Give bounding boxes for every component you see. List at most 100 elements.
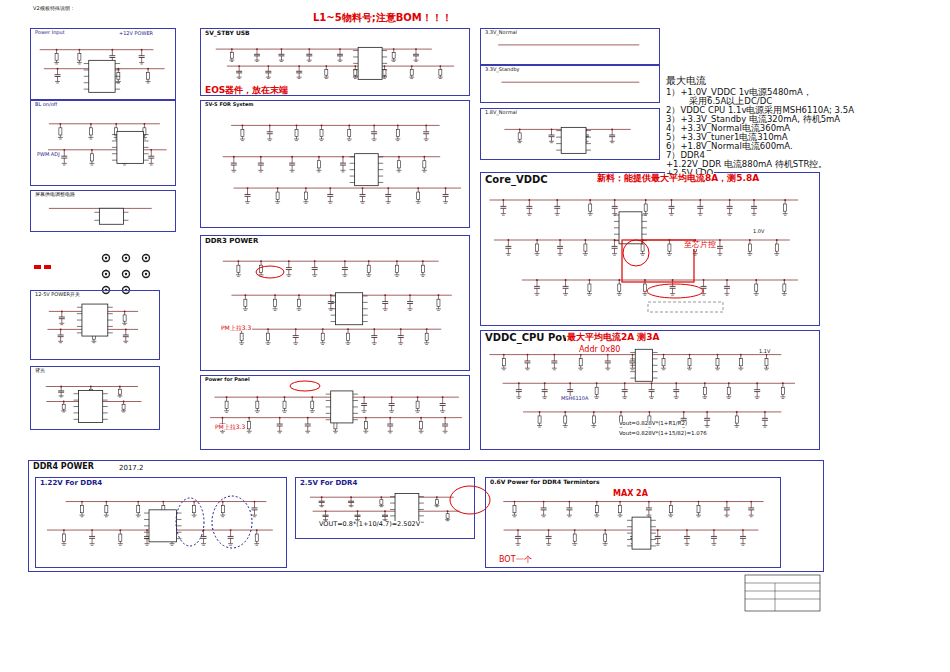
wire bbox=[138, 502, 139, 506]
ground-symbol bbox=[382, 77, 387, 78]
note-text: 7）DDR4 bbox=[665, 151, 706, 160]
capacitor-plate bbox=[289, 163, 295, 164]
resistor-symbol bbox=[105, 506, 108, 513]
ic-pin bbox=[108, 307, 113, 308]
wire bbox=[364, 405, 365, 410]
resistor-symbol bbox=[518, 133, 521, 139]
ground-symbol bbox=[54, 62, 59, 63]
capacitor-plate bbox=[360, 194, 366, 195]
wire bbox=[504, 530, 759, 531]
note-text: MSH6110A bbox=[560, 396, 589, 401]
wire bbox=[296, 137, 297, 139]
ground-symbol bbox=[238, 78, 241, 79]
ground-symbol bbox=[765, 369, 768, 370]
wire bbox=[112, 50, 113, 56]
capacitor-plate bbox=[407, 301, 413, 302]
capacitor-plate bbox=[622, 389, 628, 390]
ground-symbol bbox=[360, 201, 365, 202]
circuit-group bbox=[210, 391, 462, 433]
capacitor-plate bbox=[382, 515, 388, 516]
wire bbox=[348, 340, 349, 342]
resistor-symbol bbox=[221, 506, 224, 513]
title-block-line bbox=[775, 583, 776, 611]
capacitor-plate bbox=[340, 163, 346, 164]
wire bbox=[683, 412, 684, 418]
wire bbox=[230, 538, 231, 543]
ground-symbol bbox=[58, 341, 63, 342]
ground-symbol bbox=[248, 432, 251, 433]
wire bbox=[90, 387, 91, 390]
ground-symbol bbox=[267, 78, 270, 79]
ground-symbol bbox=[563, 293, 568, 294]
resistor-symbol bbox=[703, 387, 706, 394]
note-text: Vout=0.828V*(1+R1/R2) bbox=[618, 421, 688, 427]
wire bbox=[385, 295, 386, 301]
ground-symbol bbox=[518, 142, 521, 143]
circuit-group bbox=[216, 47, 454, 79]
ground-symbol bbox=[589, 215, 592, 216]
wire bbox=[335, 429, 336, 431]
ground-symbol bbox=[319, 139, 324, 140]
panel-title: 5V_STBY USB bbox=[204, 30, 251, 37]
wire bbox=[393, 49, 394, 52]
wire bbox=[607, 363, 608, 368]
ic-pin bbox=[630, 352, 635, 353]
wire bbox=[388, 196, 389, 201]
ground-symbol bbox=[669, 213, 674, 214]
wire bbox=[508, 240, 509, 246]
wire bbox=[523, 411, 781, 412]
wire bbox=[92, 538, 93, 543]
ic-pin bbox=[614, 221, 619, 222]
circuit-panel: 背光 bbox=[30, 366, 160, 430]
ground-symbol bbox=[62, 163, 67, 164]
wire bbox=[503, 501, 763, 502]
wire bbox=[91, 150, 92, 154]
ic-pin bbox=[363, 295, 368, 296]
wire bbox=[279, 418, 280, 424]
resistor-symbol bbox=[716, 359, 719, 366]
wire bbox=[256, 530, 257, 534]
resistor-symbol bbox=[417, 192, 420, 199]
wire bbox=[357, 511, 358, 515]
wire bbox=[612, 129, 613, 135]
mounting-hole bbox=[103, 255, 110, 262]
wire bbox=[256, 541, 257, 543]
ic-symbol bbox=[336, 293, 363, 325]
ground-symbol bbox=[146, 545, 149, 546]
wire bbox=[519, 139, 520, 141]
ground-symbol bbox=[410, 78, 413, 79]
wire bbox=[645, 211, 646, 213]
wire bbox=[148, 79, 149, 81]
wire bbox=[544, 392, 545, 397]
wire bbox=[234, 188, 461, 189]
wire bbox=[226, 397, 227, 401]
ground-symbol bbox=[56, 82, 59, 83]
ground-symbol bbox=[365, 432, 368, 433]
note-text: VOUT=0.8*(1+10/4.7)=2.502V bbox=[318, 521, 421, 528]
capacitor-plate bbox=[655, 536, 661, 537]
ic-pin bbox=[378, 182, 383, 183]
ground-symbol bbox=[61, 324, 64, 325]
capacitor-plate bbox=[442, 424, 448, 425]
capacitor-plate bbox=[371, 335, 377, 336]
wire bbox=[60, 337, 61, 342]
wire bbox=[238, 261, 239, 265]
ground-symbol bbox=[221, 432, 224, 433]
capacitor-plate bbox=[751, 206, 757, 207]
wire bbox=[764, 412, 765, 418]
capacitor-plate bbox=[59, 317, 65, 318]
ground-symbol bbox=[253, 516, 256, 517]
ground-symbol bbox=[711, 543, 716, 544]
wire bbox=[374, 329, 375, 335]
wire bbox=[120, 541, 121, 543]
wire bbox=[81, 502, 82, 506]
ic-pin bbox=[144, 153, 149, 154]
wire bbox=[539, 423, 540, 425]
ground-symbol bbox=[298, 310, 301, 311]
ground-symbol bbox=[591, 425, 596, 426]
ground-symbol bbox=[697, 516, 700, 517]
resistor-symbol bbox=[604, 534, 607, 541]
wire bbox=[245, 306, 246, 308]
wire bbox=[543, 510, 544, 515]
ground-symbol bbox=[750, 516, 753, 517]
